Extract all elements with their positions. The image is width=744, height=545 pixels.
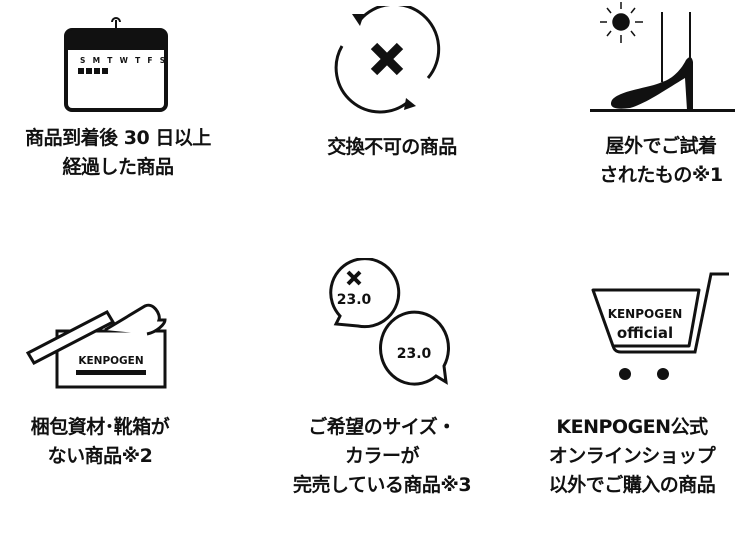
label-non-exchangeable: 交換不可の商品 <box>292 133 492 162</box>
label-worn-outdoors: 屋外でご試着 されたもの※1 <box>578 132 744 190</box>
label-line: 交換不可の商品 <box>327 136 457 158</box>
calendar-weekdays: S M T W T F S <box>80 56 167 65</box>
label-line: されたもの※1 <box>599 164 723 186</box>
label-line: 屋外でご試着 <box>605 135 717 157</box>
size-speech-bubbles-icon: 23.0 23.0 <box>329 258 450 386</box>
open-box-icon: KENPOGEN <box>25 303 167 389</box>
label-line: 以外でご購入の商品 <box>548 474 716 496</box>
shopping-cart-icon: KENPOGEN official <box>591 272 729 380</box>
sun-icon <box>600 2 643 43</box>
calendar-icon: S M T W T F S <box>64 17 168 112</box>
label-line: オンラインショップ <box>548 445 716 467</box>
outdoor-worn-shoe-icon <box>590 2 735 112</box>
label-sold-out: ご希望のサイズ・ カラーが 完売している商品※3 <box>282 413 482 500</box>
exchange-not-allowed-icon <box>334 6 441 114</box>
label-line: KENPOGEN公式 <box>556 416 708 438</box>
label-line: ご希望のサイズ・ <box>308 416 456 438</box>
box-brand: KENPOGEN <box>78 355 143 367</box>
label-no-packaging: 梱包資材･靴箱が ない商品※2 <box>0 413 200 471</box>
label-other-store: KENPOGEN公式 オンラインショップ 以外でご購入の商品 <box>520 413 744 500</box>
cart-sub: official <box>617 324 673 342</box>
label-line: 経過した商品 <box>62 156 174 178</box>
label-line: カラーが <box>344 445 420 467</box>
unavailable-size: 23.0 <box>337 292 372 308</box>
label-line: 商品到着後 30 日以上 <box>25 127 211 149</box>
label-line: 完売している商品※3 <box>292 474 472 496</box>
label-line: ない商品※2 <box>47 445 153 467</box>
label-30-days: 商品到着後 30 日以上 経過した商品 <box>0 124 236 182</box>
label-line: 梱包資材･靴箱が <box>30 416 170 438</box>
cart-brand: KENPOGEN <box>608 307 683 321</box>
requested-size: 23.0 <box>397 346 432 362</box>
